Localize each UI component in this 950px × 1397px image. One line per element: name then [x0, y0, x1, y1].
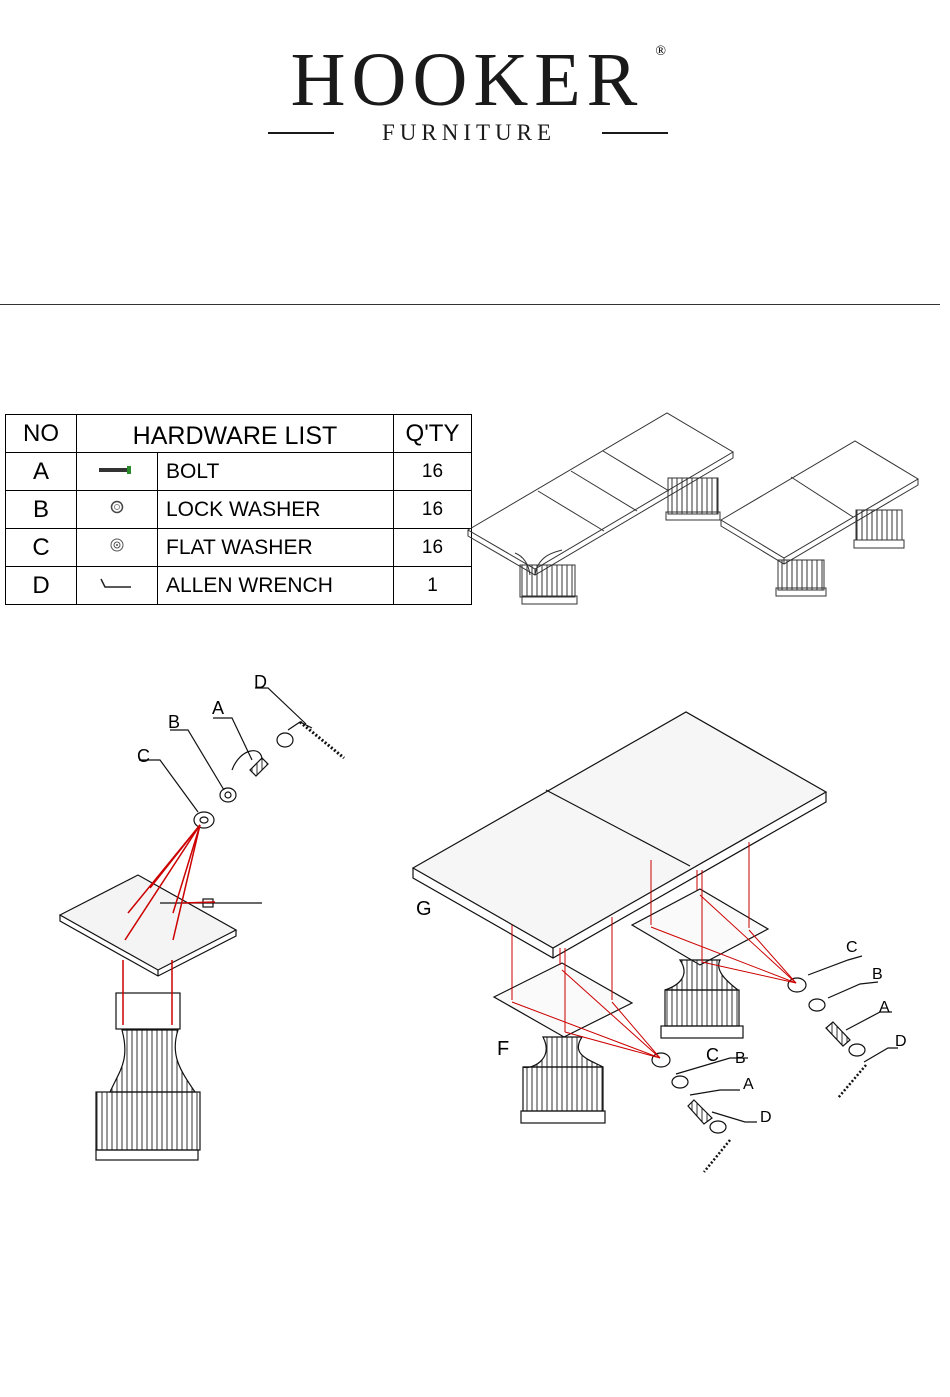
label-a: A [212, 698, 224, 718]
pedestal-assembly-detail [60, 688, 344, 1160]
label-d-back: D [895, 1033, 907, 1050]
tabletop-assembly-detail [413, 712, 898, 1172]
label-d-front: D [760, 1109, 772, 1126]
label-g: G [416, 898, 432, 920]
label-a-back: A [879, 999, 890, 1016]
label-d: D [254, 672, 267, 692]
label-a-front: A [743, 1076, 754, 1093]
label-c-front: C [706, 1045, 719, 1065]
label-f: F [497, 1038, 509, 1060]
label-b-front: B [735, 1050, 746, 1067]
label-b: B [168, 712, 180, 732]
label-c: C [137, 746, 150, 766]
label-b-back: B [872, 966, 883, 983]
table-extended-overview [468, 413, 733, 604]
label-c-back: C [846, 939, 858, 956]
table-closed-overview [721, 441, 918, 596]
